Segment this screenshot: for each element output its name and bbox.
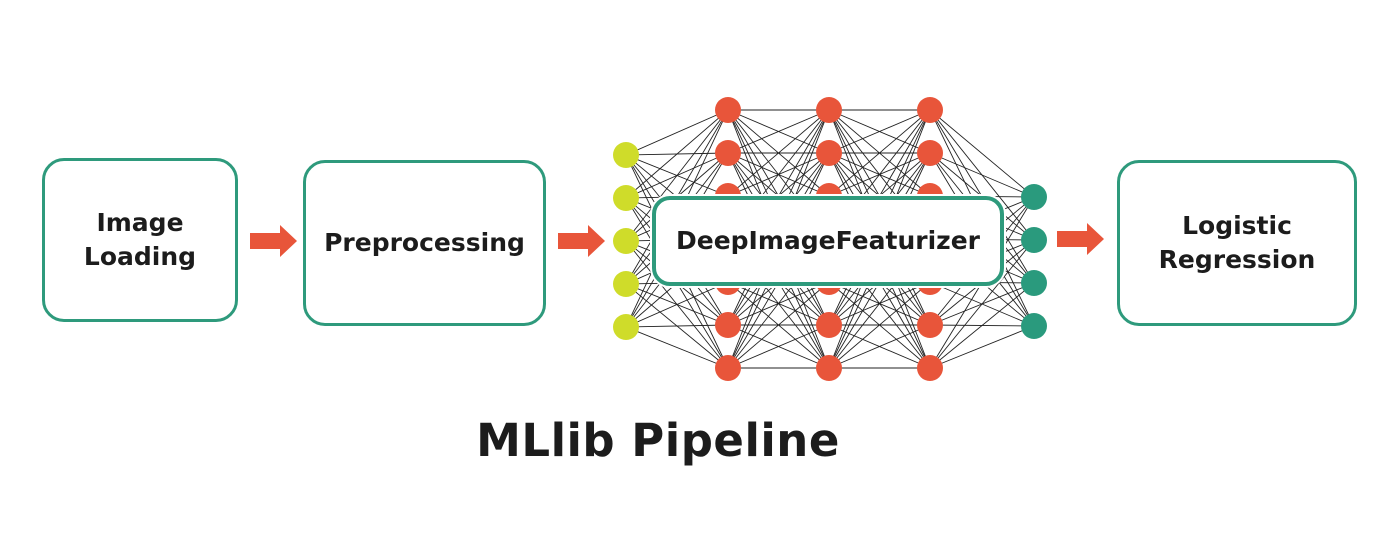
stage-image-loading: Image Loading: [42, 158, 238, 322]
network-edge: [828, 109, 931, 154]
network-edge: [929, 325, 1035, 369]
output-node: [1021, 184, 1047, 210]
network-edge: [929, 152, 1035, 198]
network-edge: [828, 324, 931, 369]
hidden-1-node: [715, 97, 741, 123]
hidden-2-node: [816, 140, 842, 166]
hidden-1-node: [715, 140, 741, 166]
hidden-1-node: [715, 312, 741, 338]
network-edge: [727, 281, 830, 369]
output-node: [1021, 270, 1047, 296]
network-edge: [929, 282, 1035, 369]
stage-logistic-regression-label: Logistic Regression: [1158, 210, 1316, 275]
output-node: [1021, 313, 1047, 339]
network-edge: [625, 109, 729, 156]
stage-logistic-regression: Logistic Regression: [1117, 160, 1357, 326]
network-edge: [828, 109, 931, 197]
network-edge: [625, 281, 729, 328]
stage-deep-image-featurizer: DeepImageFeaturizer: [652, 196, 1004, 286]
hidden-2-node: [816, 355, 842, 381]
input-node: [613, 185, 639, 211]
network-edge: [625, 324, 729, 328]
network-edge: [727, 324, 830, 369]
stage-preprocessing-label: Preprocessing: [324, 227, 525, 257]
network-edge: [625, 109, 729, 242]
network-edge: [929, 239, 1035, 369]
stage-preprocessing: Preprocessing: [303, 160, 546, 326]
input-node: [613, 142, 639, 168]
hidden-1-node: [715, 355, 741, 381]
pipeline-arrow-icon: [558, 225, 605, 257]
network-edge: [929, 109, 1035, 198]
hidden-3-node: [917, 312, 943, 338]
hidden-2-node: [816, 97, 842, 123]
input-node: [613, 271, 639, 297]
input-node: [613, 228, 639, 254]
pipeline-title: MLlib Pipeline: [476, 414, 840, 467]
output-node: [1021, 227, 1047, 253]
network-edge: [625, 326, 729, 369]
input-node: [613, 314, 639, 340]
hidden-3-node: [917, 97, 943, 123]
network-edge: [727, 109, 830, 197]
hidden-3-node: [917, 355, 943, 381]
network-edge: [625, 109, 729, 199]
network-edge: [828, 281, 931, 369]
stage-deep-image-featurizer-label: DeepImageFeaturizer: [675, 225, 980, 255]
hidden-3-node: [917, 140, 943, 166]
network-edge: [727, 109, 830, 154]
stage-image-loading-label: Image Loading: [83, 207, 197, 272]
pipeline-arrow-icon: [1057, 223, 1104, 255]
pipeline-arrows: [250, 223, 1104, 257]
pipeline-arrow-icon: [250, 225, 297, 257]
hidden-2-node: [816, 312, 842, 338]
